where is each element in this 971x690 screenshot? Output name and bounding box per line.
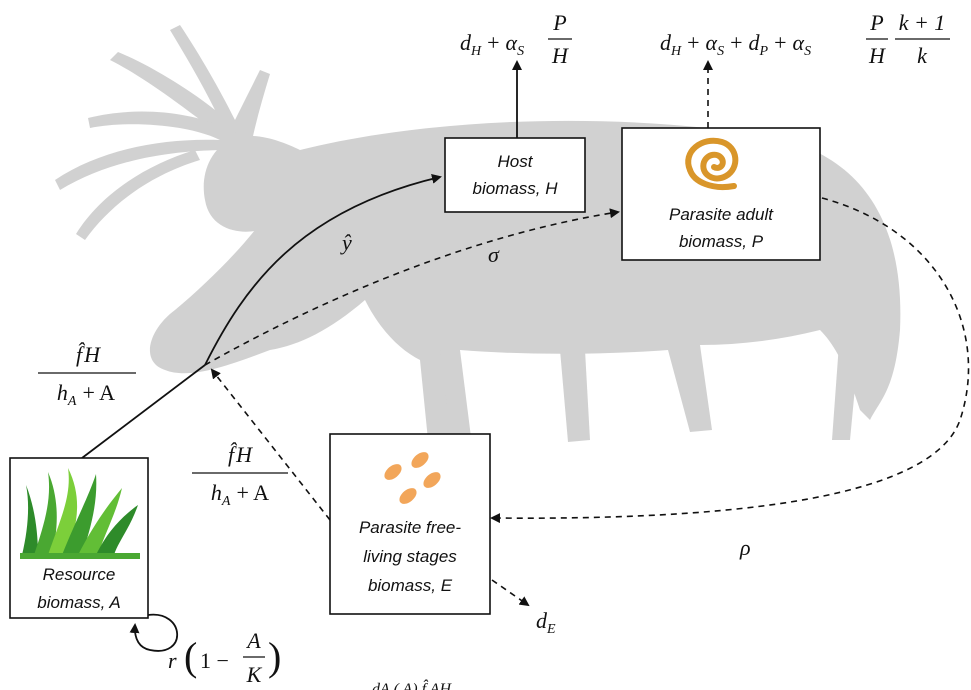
svg-text:k + 1: k + 1: [899, 10, 946, 35]
svg-text:A: A: [245, 628, 261, 653]
resource-label-line2: biomass, A: [37, 593, 120, 612]
svg-text:hA+ A: hA+ A: [57, 380, 115, 409]
establishment-edge: [204, 208, 620, 366]
svg-text:dH+αS+dP+αS: dH+αS+dP+αS: [660, 30, 811, 59]
svg-text:H: H: [551, 43, 569, 68]
host-loss-rate: dH+αS P H: [460, 10, 572, 68]
grass-icon: [20, 468, 140, 559]
parasite-loss-rate: dH+αS+dP+αS P H k + 1 k: [660, 10, 950, 68]
consumption-edge: [81, 364, 206, 459]
worm-icon: [685, 137, 739, 190]
svg-text:f̂H: f̂H: [76, 342, 101, 367]
host-node: Host biomass, H: [444, 137, 586, 213]
equation-partial: dA ( A) f̂ AH: [372, 679, 453, 690]
yield-label: ŷ: [340, 230, 352, 255]
yield-edge: [204, 173, 442, 366]
establishment-label: σ: [488, 242, 500, 267]
svg-text:f̂H: f̂H: [228, 442, 253, 467]
release-label: ρ: [739, 535, 751, 560]
svg-text:H: H: [868, 43, 886, 68]
consumption-rate-lower: f̂H hA+ A: [192, 442, 288, 509]
host-label-line2: biomass, H: [472, 179, 558, 198]
host-label-line1: Host: [498, 152, 534, 171]
egg-icon: [384, 452, 441, 504]
free-living-label-line2: living stages: [363, 547, 457, 566]
svg-text:hA+ A: hA+ A: [211, 480, 269, 509]
egg-loss-label: dE: [536, 608, 556, 637]
svg-text:1 −: 1 −: [200, 648, 229, 673]
growth-loop-edge: [129, 613, 179, 652]
egg-loss-edge: [491, 579, 530, 607]
svg-text:K: K: [246, 662, 263, 687]
growth-rate: r ( 1 − A K ): [168, 628, 281, 687]
svg-text:dH+αS: dH+αS: [460, 30, 524, 59]
resource-label-line1: Resource: [43, 565, 116, 584]
free-living-node: Parasite free- living stages biomass, E: [329, 433, 491, 615]
svg-text:r: r: [168, 648, 177, 673]
consumption-eggs-edge: [210, 368, 331, 521]
free-living-label-line1: Parasite free-: [359, 518, 461, 537]
svg-text:P: P: [869, 10, 883, 35]
svg-text:(: (: [184, 634, 197, 679]
free-living-label-line3: biomass, E: [368, 576, 453, 595]
parasite-adult-label-line2: biomass, P: [679, 232, 764, 251]
svg-text:k: k: [917, 43, 928, 68]
resource-node: Resource biomass, A: [9, 457, 149, 619]
release-edge: [490, 197, 970, 524]
parasite-adult-label-line1: Parasite adult: [669, 205, 774, 224]
parasite-adult-node: Parasite adult biomass, P: [621, 127, 821, 261]
svg-text:P: P: [552, 10, 566, 35]
svg-text:): ): [268, 634, 281, 679]
consumption-rate-upper: f̂H hA+ A: [38, 342, 136, 409]
